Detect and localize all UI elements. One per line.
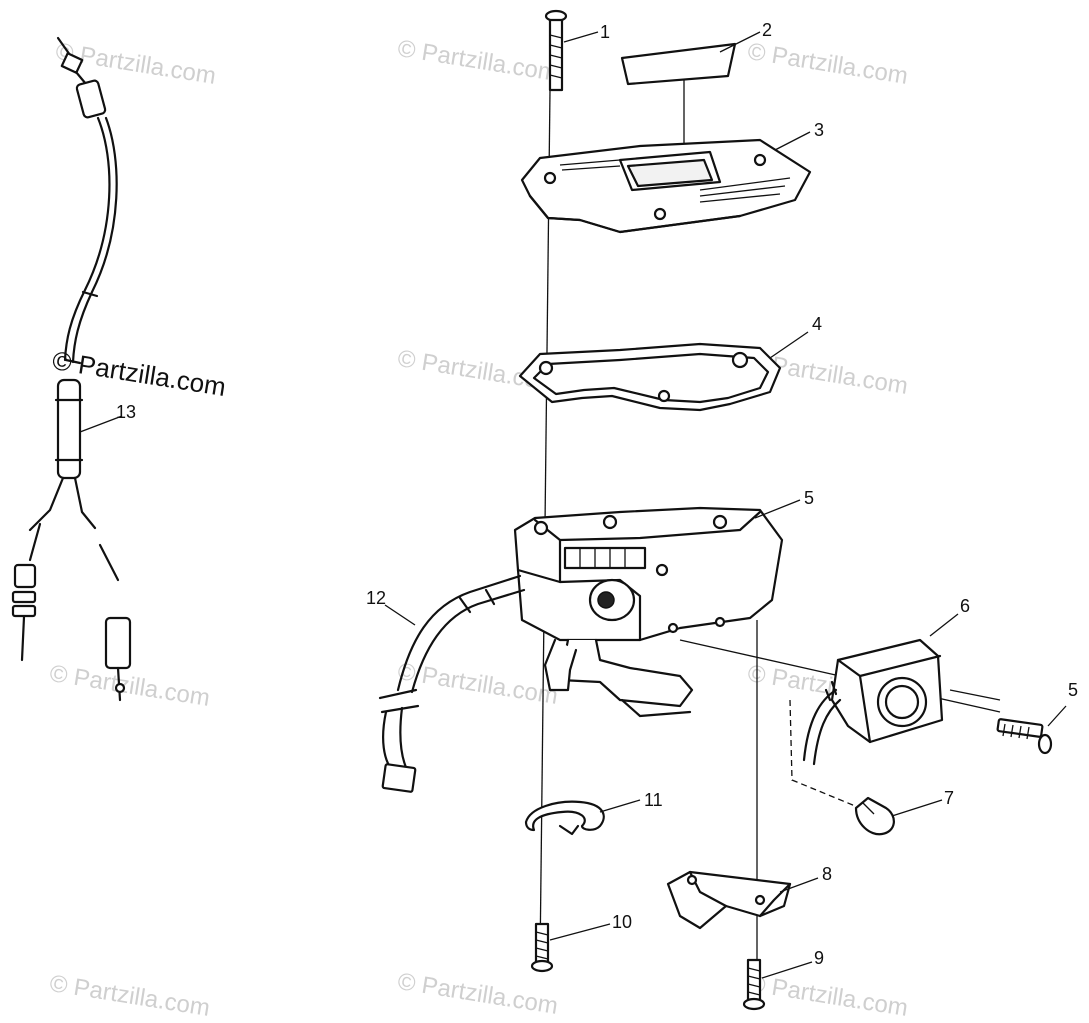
part-12-wire-harness [378, 574, 526, 793]
callout-3: 3 [814, 120, 824, 140]
part-3-cover-plate [520, 138, 812, 234]
callout-11: 11 [644, 790, 663, 810]
callout-13: 13 [116, 402, 136, 422]
callout-6: 6 [960, 596, 970, 616]
part-4-gasket [518, 342, 782, 412]
callout-2: 2 [762, 20, 772, 40]
part-10-screw [530, 922, 554, 973]
callout-5: 5 [804, 488, 814, 508]
callout-10: 10 [612, 912, 632, 932]
part-1-screw [544, 9, 568, 92]
callout-9: 9 [814, 948, 824, 968]
part-5-screw-right [996, 718, 1053, 755]
part-11-clip [524, 800, 605, 836]
callout-12: 12 [366, 588, 386, 608]
part-9-screw [742, 958, 766, 1011]
callout-1: 1 [600, 22, 610, 42]
throttle-cable [11, 36, 132, 702]
part-6-switch-housing [679, 638, 1001, 809]
part-8-clamp [666, 870, 792, 930]
part-2-decal [620, 42, 737, 86]
callout-7: 7 [944, 788, 954, 808]
part-7-bulb [854, 796, 895, 836]
callout-8: 8 [822, 864, 832, 884]
callout-5: 5 [1068, 680, 1078, 700]
callout-4: 4 [812, 314, 822, 334]
part-5-housing [513, 506, 784, 718]
